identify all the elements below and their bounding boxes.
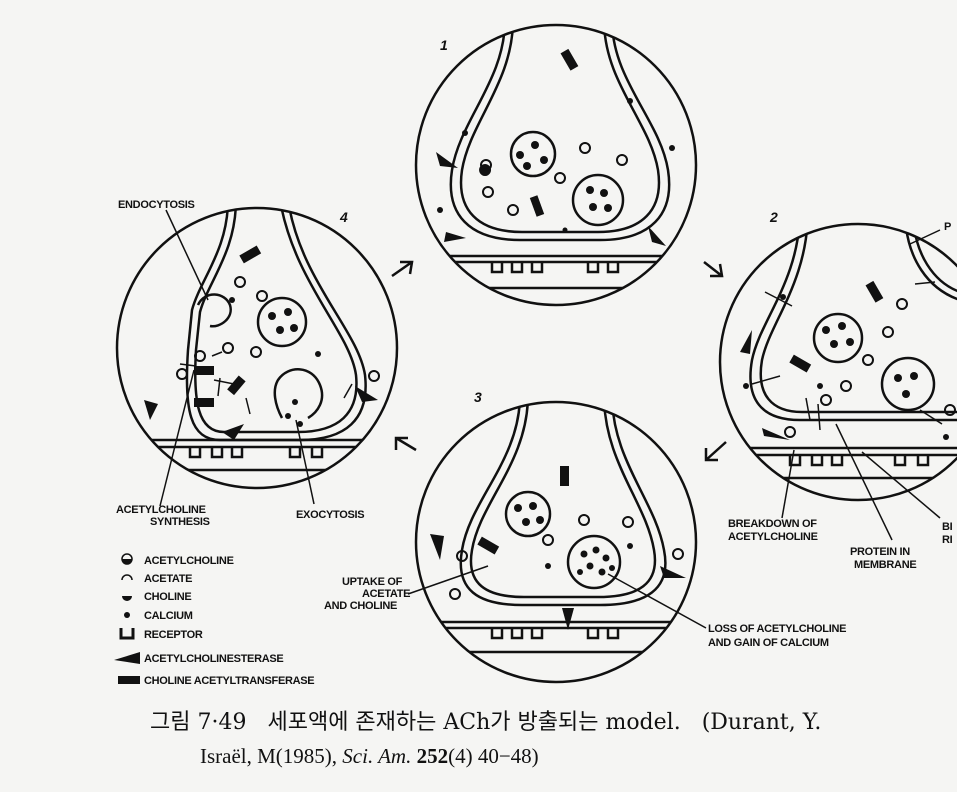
stage-number-2: 2 bbox=[769, 209, 778, 225]
arrow-3-to-4 bbox=[394, 436, 417, 452]
legend-item-acetylcholinesterase: ACETYLCHOLINESTERASE bbox=[114, 652, 284, 665]
label-ach-synthesis-1: ACETYLCHOLINE bbox=[116, 504, 206, 516]
ach-release-diagram: 1 bbox=[114, 23, 957, 687]
stage-4: 4 bbox=[115, 206, 399, 490]
label-ach-synthesis-2: SYNTHESIS bbox=[150, 516, 210, 528]
stage-2: 2 bbox=[718, 209, 957, 502]
label-loss-2: AND GAIN OF CALCIUM bbox=[708, 637, 829, 649]
legend-label: RECEPTOR bbox=[144, 629, 203, 641]
label-endocytosis: ENDOCYTOSIS bbox=[118, 199, 195, 211]
legend-label: CHOLINE bbox=[144, 591, 191, 603]
label-uptake-3: AND CHOLINE bbox=[324, 600, 397, 612]
legend: ACETYLCHOLINE ACETATE CHOLINE CALCIUM RE… bbox=[114, 553, 315, 687]
label-protein-1: PROTEIN IN bbox=[850, 546, 910, 558]
caption-authors: Israël, M(1985), bbox=[200, 744, 338, 768]
stage-1: 1 bbox=[414, 23, 698, 307]
caption-journal: Sci. Am. bbox=[342, 744, 412, 768]
legend-label: CALCIUM bbox=[144, 610, 193, 622]
legend-item-choline-acetyltransferase: CHOLINE ACETYLTRANSFERASE bbox=[118, 675, 315, 687]
label-cut-right-mid-1: BI bbox=[942, 521, 953, 533]
legend-label: ACETYLCHOLINESTERASE bbox=[144, 653, 283, 665]
label-uptake-1: UPTAKE OF bbox=[342, 576, 403, 588]
caption-korean-text: 세포액에 존재하는 ACh가 방출되는 model. bbox=[267, 710, 681, 735]
calcium-icon bbox=[124, 612, 130, 618]
label-uptake-2: ACETATE bbox=[362, 588, 410, 600]
label-loss-1: LOSS OF ACETYLCHOLINE bbox=[708, 623, 846, 635]
figure-caption-line-1: 그림 7·49 세포액에 존재하는 ACh가 방출되는 model. (Dura… bbox=[150, 704, 957, 736]
arrow-1-to-2 bbox=[703, 261, 724, 278]
arrow-4-to-1 bbox=[391, 260, 414, 278]
legend-label: ACETYLCHOLINE bbox=[144, 555, 234, 567]
legend-label: CHOLINE ACETYLTRANSFERASE bbox=[144, 675, 314, 687]
stage-number-4: 4 bbox=[339, 209, 348, 225]
legend-item-acetylcholine: ACETYLCHOLINE bbox=[121, 553, 234, 567]
choline-acetyltransferase-icon bbox=[118, 676, 140, 684]
caption-volume: 252 bbox=[416, 744, 449, 768]
legend-item-calcium: CALCIUM bbox=[124, 610, 193, 622]
arrow-2-to-3 bbox=[704, 441, 727, 462]
label-cut-right-top: P bbox=[944, 221, 951, 233]
callout-labels: ENDOCYTOSIS ACETYLCHOLINE SYNTHESIS EXOC… bbox=[116, 199, 953, 649]
acetate-icon bbox=[121, 574, 133, 581]
stage-number-3: 3 bbox=[474, 389, 482, 405]
figure-label: 그림 7·49 bbox=[150, 710, 247, 735]
caption-issue-pages: (4) 40−48) bbox=[448, 744, 539, 768]
cycle-arrows bbox=[391, 260, 727, 462]
legend-item-receptor: RECEPTOR bbox=[119, 628, 203, 641]
stage-3: 3 bbox=[414, 389, 698, 684]
caption-reference-start: (Durant, Y. bbox=[701, 710, 822, 735]
receptor-icon bbox=[119, 628, 135, 640]
figure-caption-line-2: Israël, M(1985), Sci. Am. 252(4) 40−48) bbox=[200, 744, 539, 769]
legend-label: ACETATE bbox=[144, 573, 192, 585]
label-breakdown-1: BREAKDOWN OF bbox=[728, 518, 817, 530]
label-protein-2: MEMBRANE bbox=[854, 559, 916, 571]
acetylcholinesterase-icon bbox=[114, 652, 140, 664]
label-exocytosis: EXOCYTOSIS bbox=[296, 509, 364, 521]
leader-lines bbox=[159, 209, 941, 629]
stage-number-1: 1 bbox=[440, 37, 448, 53]
label-breakdown-2: ACETYLCHOLINE bbox=[728, 531, 818, 543]
legend-item-acetate: ACETATE bbox=[121, 573, 193, 585]
legend-item-choline: CHOLINE bbox=[122, 591, 192, 603]
choline-icon bbox=[122, 596, 132, 601]
label-cut-right-mid-2: RI bbox=[942, 534, 953, 546]
